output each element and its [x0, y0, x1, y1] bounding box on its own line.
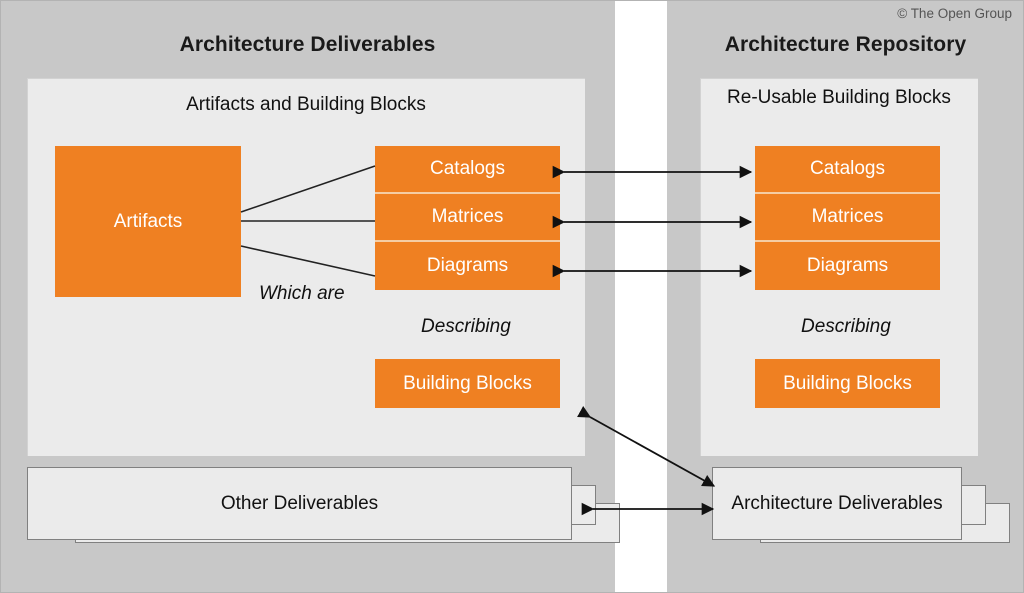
card-heading-right: Re-Usable Building Blocks — [727, 87, 951, 108]
page-title-left: Architecture Deliverables — [179, 33, 436, 56]
artifact-type-catalogs-right[interactable]: Catalogs — [755, 146, 940, 194]
artifact-type-matrices-right[interactable]: Matrices — [755, 194, 940, 242]
artifact-type-diagrams-right[interactable]: Diagrams — [755, 242, 940, 290]
building-blocks-box-left[interactable]: Building Blocks — [375, 359, 560, 408]
relation-label-describing-left: Describing — [421, 316, 511, 337]
artifact-type-stack-right: Catalogs Matrices Diagrams — [755, 146, 940, 298]
relation-label-describing-right: Describing — [801, 316, 891, 337]
artifact-type-diagrams-left[interactable]: Diagrams — [375, 242, 560, 290]
relation-label-which-are: Which are — [259, 283, 345, 304]
artifact-type-catalogs-left[interactable]: Catalogs — [375, 146, 560, 194]
artifact-type-stack-left: Catalogs Matrices Diagrams — [375, 146, 560, 298]
page-title-right: Architecture Repository — [724, 33, 967, 56]
copyright-notice: © The Open Group — [897, 6, 1012, 21]
building-blocks-box-right[interactable]: Building Blocks — [755, 359, 940, 408]
artifacts-box[interactable]: Artifacts — [55, 146, 241, 297]
artifact-type-matrices-left[interactable]: Matrices — [375, 194, 560, 242]
architecture-deliverables-sheet-front[interactable]: Architecture Deliverables — [712, 467, 962, 540]
other-deliverables-sheet-front[interactable]: Other Deliverables — [27, 467, 572, 540]
card-heading-left: Artifacts and Building Blocks — [186, 94, 426, 115]
